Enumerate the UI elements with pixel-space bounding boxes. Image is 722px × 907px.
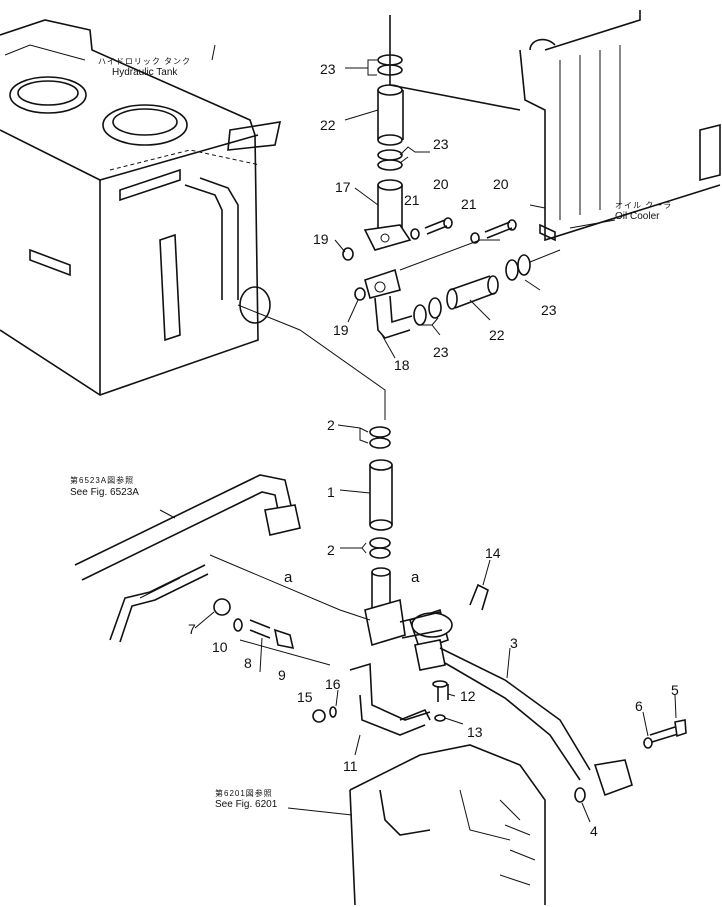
part-number-17: 17 <box>335 179 351 195</box>
bracket-parts-11-16 <box>312 662 449 736</box>
see-fig-6201-jp-label: 第6201図参照 <box>215 789 273 798</box>
connection-a-lower: a <box>284 569 293 586</box>
part-number-1: 1 <box>327 484 335 500</box>
part-number-11: 11 <box>343 758 358 774</box>
oil-cooler-jp-label: オイル クーラ <box>615 201 673 210</box>
bolts-20-21 <box>410 217 517 244</box>
part-number-4: 4 <box>590 823 598 839</box>
u-bolt-14 <box>469 583 489 611</box>
control-valve <box>349 744 546 906</box>
part-number-9: 9 <box>278 667 286 683</box>
right-hose-assembly <box>413 249 561 326</box>
part-number-5: 5 <box>671 682 679 698</box>
part-number-18: 18 <box>394 357 410 373</box>
hydraulic-tank-jp-label: ハイドロリック タンク <box>98 57 192 66</box>
tank-outlet-pipe <box>184 177 386 420</box>
hydraulic-tank <box>0 19 282 396</box>
part-number-23: 23 <box>541 302 557 318</box>
lower-hose-assembly <box>369 426 393 615</box>
connection-a-upper: a <box>411 569 420 586</box>
leader-lines <box>159 44 677 823</box>
hydraulic-tank-label: Hydraulic Tank <box>112 67 178 78</box>
see-fig-6523a-jp-label: 第6523A図参照 <box>70 476 135 485</box>
part-number-10: 10 <box>212 639 228 655</box>
part-number-23: 23 <box>433 136 449 152</box>
tee-block-and-pipe-3 <box>209 554 633 803</box>
upper-hose-assembly <box>363 54 412 251</box>
part-number-21: 21 <box>404 192 420 208</box>
elbow-pipe-18 <box>342 239 500 339</box>
part-number-16: 16 <box>325 676 341 692</box>
hose-6523a <box>74 474 301 581</box>
part-number-23: 23 <box>433 344 449 360</box>
part-number-22: 22 <box>320 117 336 133</box>
fitting-parts-7-10 <box>213 598 295 650</box>
bolt-5-6 <box>643 719 687 749</box>
sensor-hose-left <box>109 564 209 643</box>
part-number-6: 6 <box>635 698 643 714</box>
part-number-22: 22 <box>489 327 505 343</box>
part-number-13: 13 <box>467 724 483 740</box>
part-number-20: 20 <box>493 176 509 192</box>
part-number-12: 12 <box>460 688 476 704</box>
part-number-19: 19 <box>313 231 329 247</box>
part-number-7: 7 <box>188 621 196 637</box>
part-number-19: 19 <box>333 322 349 338</box>
part-number-2: 2 <box>327 417 335 433</box>
oil-cooler-label: Oil Cooler <box>615 211 660 222</box>
part-number-14: 14 <box>485 545 501 561</box>
part-number-3: 3 <box>510 635 518 651</box>
part-number-2: 2 <box>327 542 335 558</box>
part-number-21: 21 <box>461 196 477 212</box>
part-number-23: 23 <box>320 61 336 77</box>
part-number-8: 8 <box>244 655 252 671</box>
see-fig-6523a-label: See Fig. 6523A <box>70 487 139 498</box>
part-number-20: 20 <box>433 176 449 192</box>
part-number-15: 15 <box>297 689 313 705</box>
see-fig-6201-label: See Fig. 6201 <box>215 799 278 810</box>
